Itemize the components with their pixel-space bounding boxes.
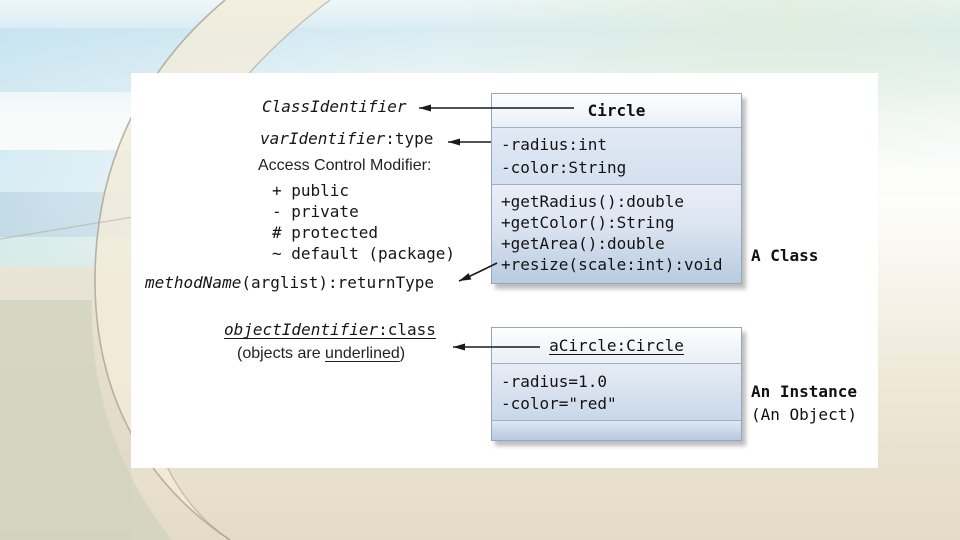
object-identifier-annotation: objectIdentifier:class [224, 320, 436, 339]
class-attribute: -color:String [501, 158, 627, 177]
uml-instance-box: aCircle:Circle -radius=1.0 -color="red" [491, 327, 742, 441]
class-method: +resize(scale:int):void [501, 255, 723, 274]
class-method: +getRadius():double [501, 192, 685, 211]
instance-title-text: aCircle:Circle [549, 336, 684, 355]
var-identifier-italic: varIdentifier [260, 129, 386, 148]
objects-note-post: ) [399, 345, 406, 362]
object-identifier-rest: :class [378, 320, 436, 339]
bg-green-corner [0, 300, 172, 540]
class-box-methods: +getRadius():double +getColor():String +… [492, 184, 741, 283]
var-identifier-rest: :type [385, 129, 434, 148]
var-identifier-annotation: varIdentifier:type [260, 129, 433, 148]
class-caption: A Class [751, 246, 819, 265]
objects-note-underlined: underlined [325, 345, 400, 362]
objects-underlined-note: (objects are underlined) [237, 345, 405, 363]
instance-caption-line2: (An Object) [751, 405, 857, 424]
class-box-title: Circle [492, 94, 741, 127]
method-signature-rest: (arglist):returnType [241, 273, 434, 292]
modifier-default: ~ default (package) [272, 244, 456, 263]
instance-box-title: aCircle:Circle [492, 328, 741, 363]
method-signature-italic: methodName [145, 273, 242, 292]
class-attribute: -radius:int [501, 135, 607, 154]
class-identifier-annotation: ClassIdentifier [262, 97, 407, 116]
class-method: +getArea():double [501, 234, 665, 253]
access-modifier-list: + public - private # protected ~ default… [272, 180, 455, 264]
modifier-private: - private [272, 202, 359, 221]
access-modifier-label: Access Control Modifier: [258, 157, 432, 174]
instance-attribute: -radius=1.0 [501, 372, 607, 391]
instance-box-attributes: -radius=1.0 -color="red" [492, 363, 741, 420]
instance-caption-line1: An Instance [751, 382, 857, 401]
modifier-public: + public [272, 181, 350, 200]
modifier-protected: # protected [272, 223, 378, 242]
slide-content-panel: ClassIdentifier varIdentifier:type Acces… [131, 73, 878, 468]
class-method: +getColor():String [501, 213, 675, 232]
instance-box-empty-section [492, 420, 741, 440]
object-identifier-italic: objectIdentifier [224, 320, 379, 339]
objects-note-pre: (objects are [237, 345, 326, 362]
class-box-attributes: -radius:int -color:String [492, 127, 741, 184]
uml-class-box: Circle -radius:int -color:String +getRad… [491, 93, 742, 284]
method-signature-annotation: methodName(arglist):returnType [145, 273, 434, 292]
instance-attribute: -color="red" [501, 394, 617, 413]
